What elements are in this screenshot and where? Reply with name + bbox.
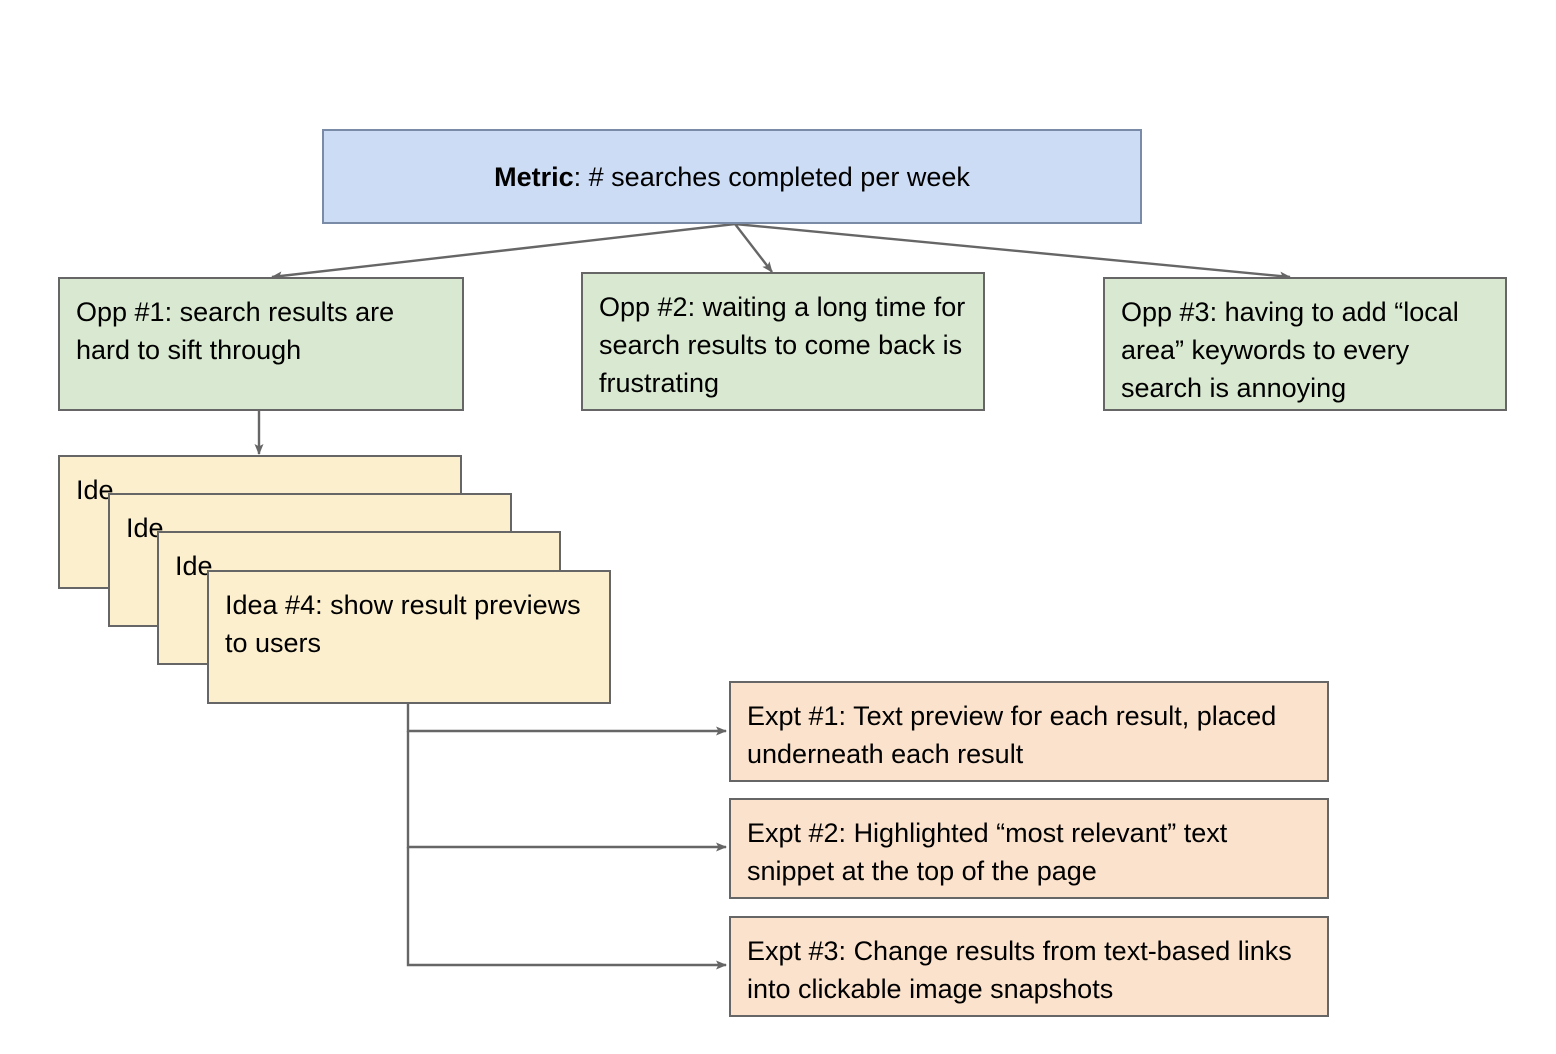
edge-metric-to-opp-1 (271, 222, 736, 281)
edge-idea-4-to-expt-1 (406, 703, 727, 736)
opportunity-node-3[interactable]: Opp #3: having to add “local area” keywo… (1103, 277, 1507, 411)
opportunity-node-1[interactable]: Opp #1: search results are hard to sift … (58, 277, 464, 411)
edge-idea-4-to-expt-3 (406, 847, 727, 970)
experiment-node-2[interactable]: Expt #2: Highlighted “most relevant” tex… (729, 798, 1329, 899)
opportunity-node-2[interactable]: Opp #2: waiting a long time for search r… (581, 272, 985, 411)
metric-label-bold: Metric (494, 161, 574, 192)
edge-metric-to-opp-2 (734, 223, 773, 273)
metric-label-rest: : # searches completed per week (573, 161, 970, 192)
experiment-node-1[interactable]: Expt #1: Text preview for each result, p… (729, 681, 1329, 782)
edge-idea-4-to-expt-2 (406, 731, 727, 852)
idea-node-4[interactable]: Idea #4: show result previews to users (207, 570, 611, 704)
metric-node[interactable]: Metric: # searches completed per week (322, 129, 1142, 224)
experiment-node-3[interactable]: Expt #3: Change results from text-based … (729, 916, 1329, 1017)
edge-metric-to-opp-3 (734, 222, 1291, 281)
metric-label: Metric: # searches completed per week (494, 158, 970, 196)
